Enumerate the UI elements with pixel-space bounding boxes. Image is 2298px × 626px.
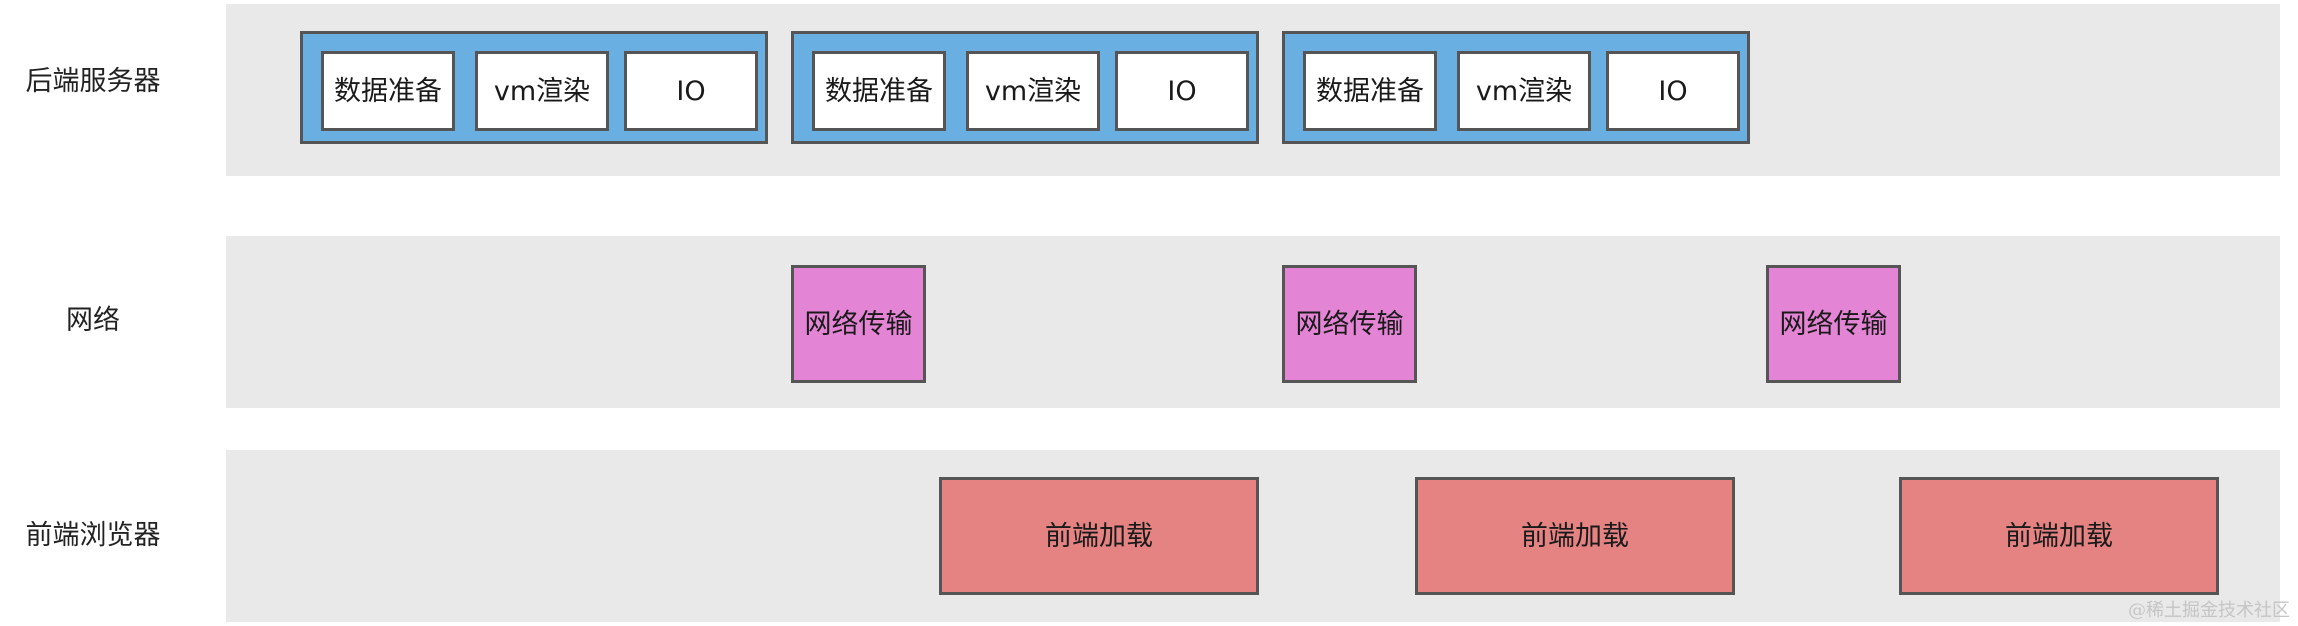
lane-network <box>226 236 2280 408</box>
lane-label-backend-server: 后端服务器 <box>25 66 161 97</box>
stage-vm-render: vm渲染 <box>1457 51 1591 131</box>
stage-vm-render: vm渲染 <box>475 51 609 131</box>
network-transfer-box: 网络传输 <box>1282 265 1417 383</box>
lane-label-frontend-browser: 前端浏览器 <box>25 520 161 551</box>
stage-io: IO <box>624 51 758 131</box>
server-request-group: 数据准备 vm渲染 IO <box>1282 31 1750 144</box>
network-transfer-box: 网络传输 <box>791 265 926 383</box>
stage-data-prep: 数据准备 <box>1303 51 1437 131</box>
server-request-group: 数据准备 vm渲染 IO <box>791 31 1259 144</box>
frontend-load-box: 前端加载 <box>939 477 1259 595</box>
stage-io: IO <box>1115 51 1249 131</box>
stage-io: IO <box>1606 51 1740 131</box>
network-transfer-box: 网络传输 <box>1766 265 1901 383</box>
watermark: @稀土掘金技术社区 <box>2128 600 2290 621</box>
lane-label-network: 网络 <box>66 305 120 336</box>
stage-data-prep: 数据准备 <box>812 51 946 131</box>
stage-data-prep: 数据准备 <box>321 51 455 131</box>
stage-vm-render: vm渲染 <box>966 51 1100 131</box>
frontend-load-box: 前端加载 <box>1415 477 1735 595</box>
frontend-load-box: 前端加载 <box>1899 477 2219 595</box>
server-request-group: 数据准备 vm渲染 IO <box>300 31 768 144</box>
